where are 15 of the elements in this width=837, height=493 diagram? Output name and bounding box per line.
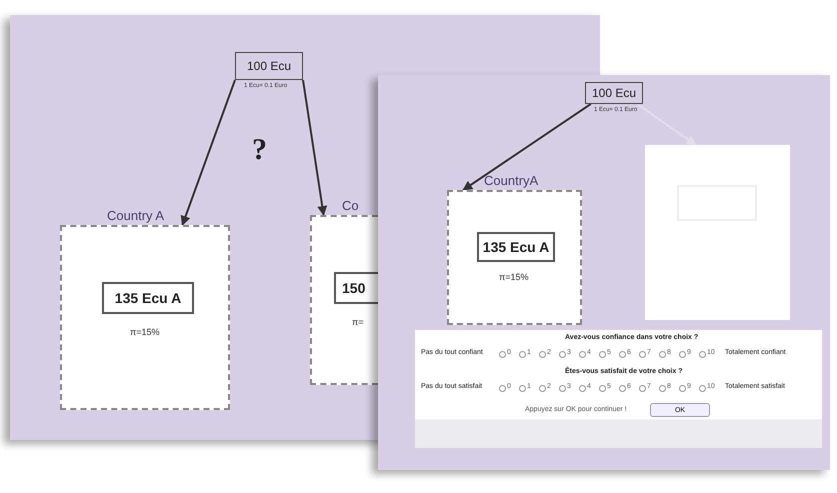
country-heading: CountryA bbox=[484, 173, 538, 188]
country-heading: Country A bbox=[107, 208, 164, 223]
faded-panel bbox=[645, 145, 790, 320]
arrow bbox=[462, 103, 592, 191]
question-mark: ? bbox=[252, 133, 267, 167]
arrow bbox=[302, 80, 328, 216]
rate-text: π= bbox=[352, 317, 364, 327]
amount-box: 135 Ecu A bbox=[477, 232, 555, 262]
rate-text: π=15% bbox=[499, 272, 528, 282]
amount-box: 135 Ecu A bbox=[102, 282, 194, 314]
arrow bbox=[636, 103, 697, 146]
arrow bbox=[180, 80, 236, 226]
country-heading: Co bbox=[342, 198, 359, 213]
amount-box: 150 bbox=[334, 272, 380, 304]
rate-text: π=15% bbox=[130, 327, 160, 337]
